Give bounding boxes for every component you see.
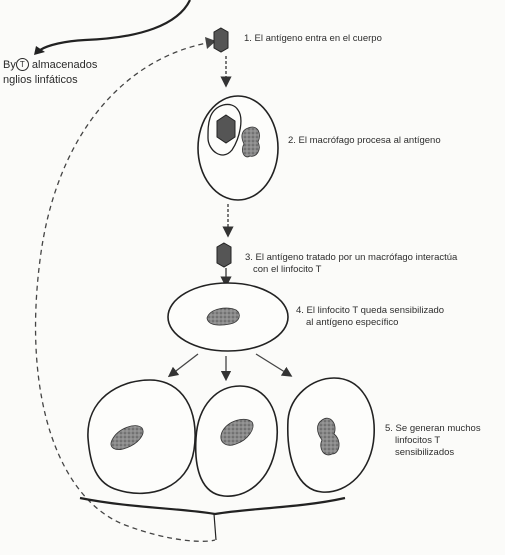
step-2-text: 2. El macrófago procesa al antígeno [288,135,441,147]
sensitized-cell-left [88,380,195,493]
step-5-text-line2: linfocitos T [385,435,481,447]
t-cell-symbol: T [16,58,29,71]
sensitized-cell-right [288,378,374,492]
macrophage-nucleus-icon [242,127,260,157]
recirculation-curve-top [40,0,190,50]
antigen-entering-icon [214,28,228,52]
step-5-label: 5. Se generan muchos linfocitos T sensib… [385,423,481,459]
arrow-right [256,354,288,374]
macrophage-cell [198,96,278,200]
step-1-label: 1. El antígeno entra en el cuerpo [244,33,382,45]
arrow-left [172,354,198,374]
step-5-text-line1: 5. Se generan muchos [385,423,481,435]
processed-antigen-icon [217,243,231,267]
step-3-label: 3. El antígeno tratado por un macrófago … [245,252,457,276]
step-1-text: 1. El antígeno entra en el cuerpo [244,33,382,45]
grouping-brace [80,498,345,514]
step-4-text-line1: 4. El linfocito T queda sensibilizado [296,305,444,317]
side-label-line2: nglios linfáticos [3,73,78,87]
step-2-label: 2. El macrófago procesa al antígeno [288,135,441,147]
t-lymphocyte-cell [168,283,288,351]
step-5-text-line3: sensibilizados [385,447,481,459]
side-label-connector: y [10,59,16,71]
sensitized-cell-middle [196,386,278,496]
engulfed-antigen-icon [217,115,235,143]
step-3-text-line2: con el linfocito T [245,264,457,276]
side-label-text: almacenados [32,59,97,71]
step-4-text-line2: al antígeno específico [296,317,444,329]
step-4-label: 4. El linfocito T queda sensibilizado al… [296,305,444,329]
step-3-text-line1: 3. El antígeno tratado por un macrófago … [245,252,457,264]
